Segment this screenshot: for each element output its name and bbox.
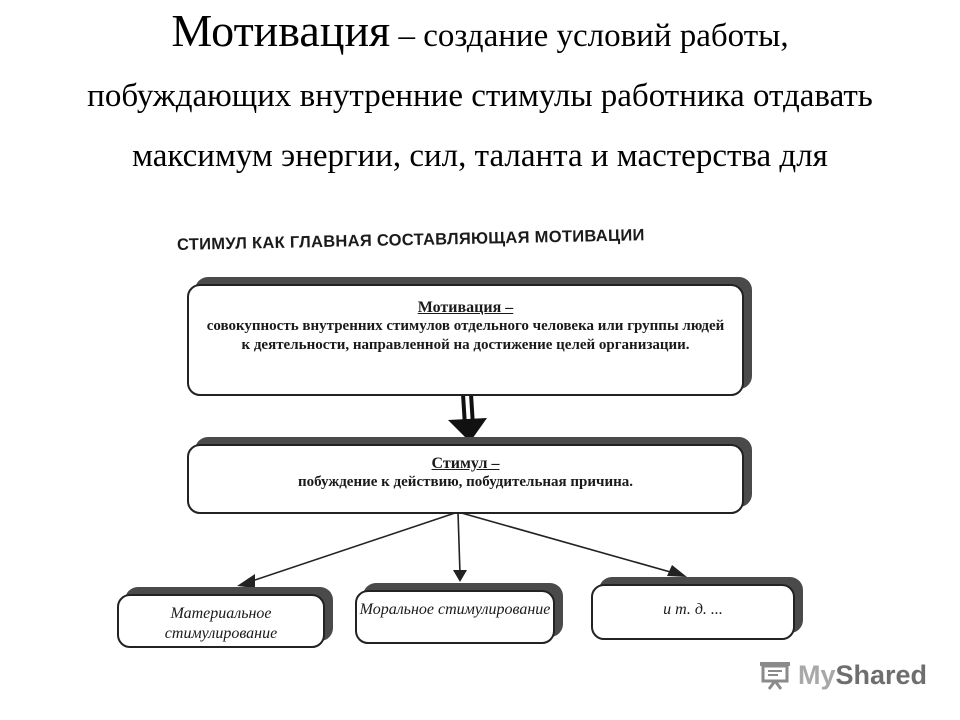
motivation-term: Мотивация – [417, 299, 514, 316]
heading-dash: – [390, 18, 424, 54]
etc-label: и т. д. ... [663, 601, 723, 618]
arrow-motivation-to-stimulus [448, 393, 487, 442]
stimulus-definition: побуждение к действию, побудительная при… [297, 474, 634, 490]
moral-stimulation-box: Моральное стимулирование [355, 590, 555, 644]
moral-stimulation-label: Моральное стимулирование [359, 601, 551, 618]
heading-definition: создание условий работы, побуждающих вну… [87, 18, 873, 174]
diagram-arrows [237, 393, 687, 588]
heading-term: Мотивация [171, 5, 391, 56]
material-stimulation-label: Материальное стимулирование [164, 605, 278, 642]
etc-box: и т. д. ... [591, 584, 795, 640]
stimulus-box: Стимул – побуждение к действию, побудите… [187, 444, 744, 514]
slide-heading: Мотивация – создание условий работы, поб… [80, 4, 880, 226]
watermark-brand-left: My [798, 659, 836, 690]
motivation-box: Мотивация – совокупность внутренних стим… [187, 284, 744, 396]
material-stimulation-box: Материальное стимулирование [117, 594, 325, 648]
motivation-definition: совокупность внутренних стимулов отдельн… [206, 318, 725, 353]
motivation-diagram: СТИМУЛ КАК ГЛАВНАЯ СОСТАВЛЯЮЩАЯ МОТИВАЦИ… [115, 222, 805, 652]
myshared-watermark: MyShared [758, 652, 927, 698]
stimulus-term: Стимул – [431, 455, 500, 472]
projector-screen-icon [760, 662, 790, 690]
arrows-stimulus-to-types [237, 511, 687, 588]
watermark-brand-right: Shared [835, 659, 928, 690]
